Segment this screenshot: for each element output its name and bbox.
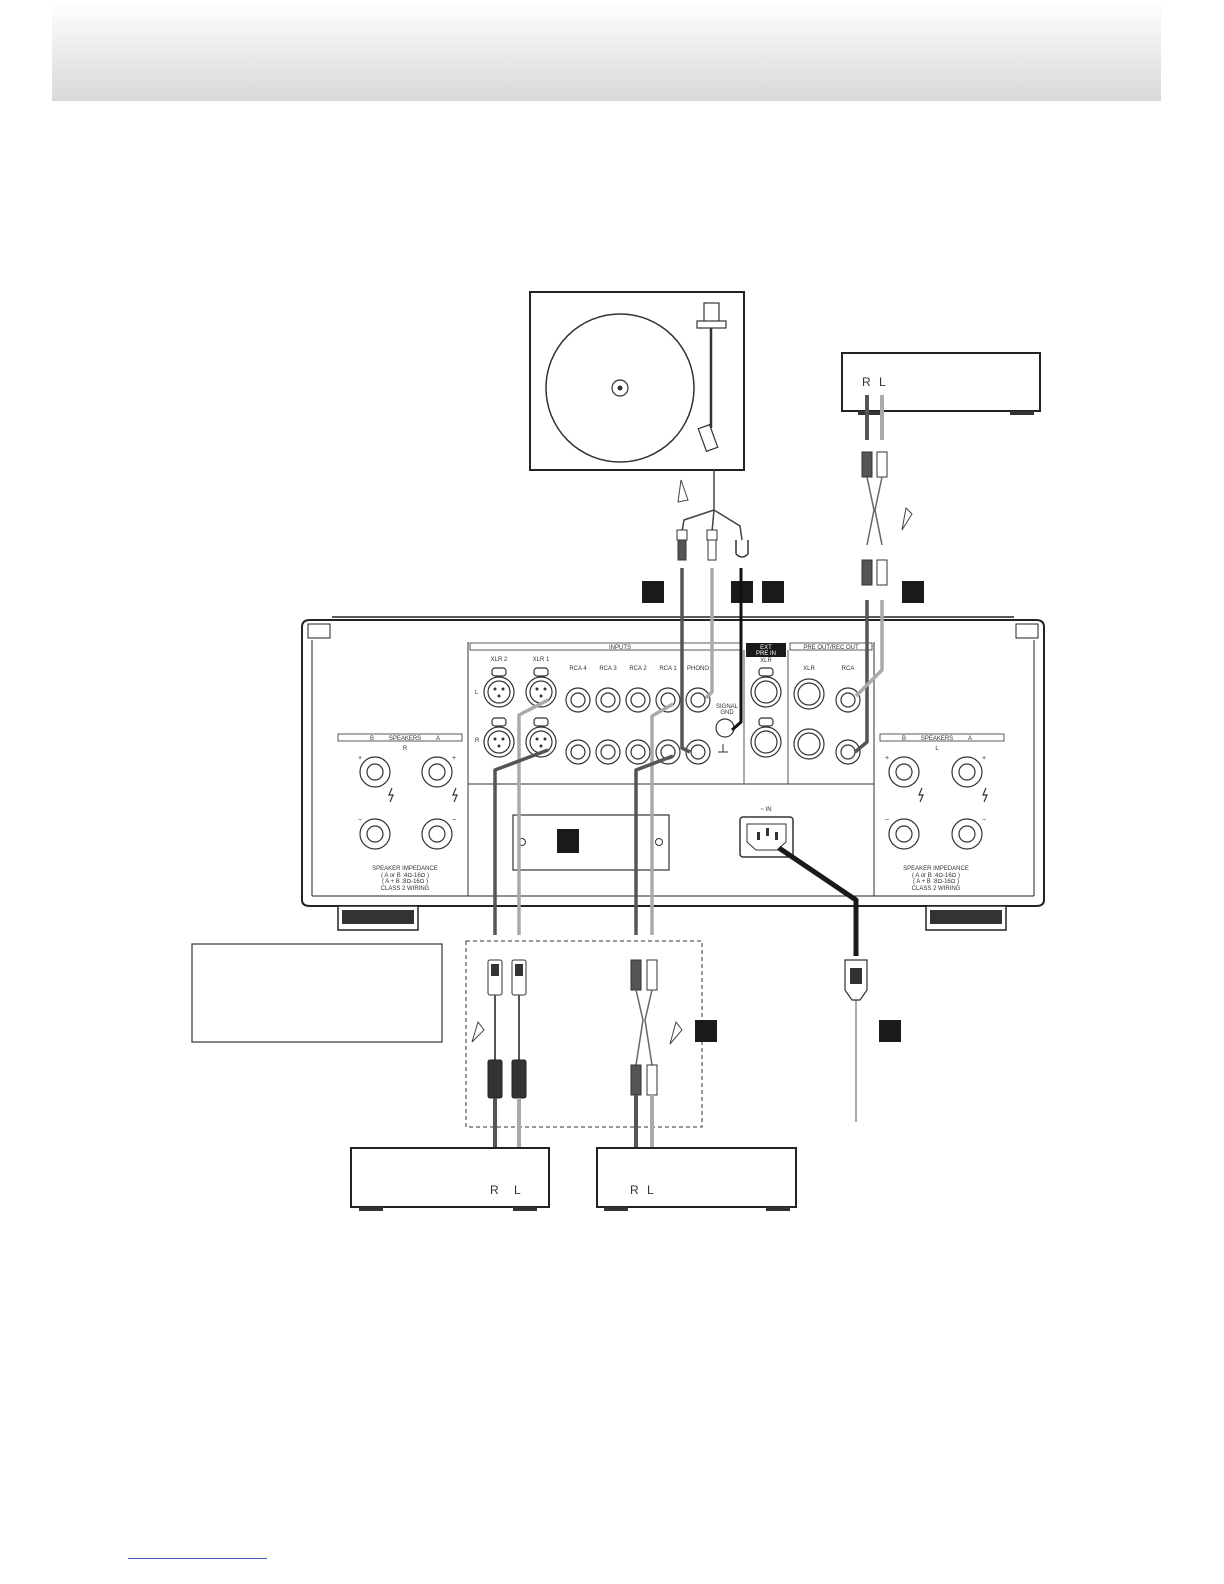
pre-out-rca-label: RCA: [842, 666, 855, 672]
recorder-rca-cable: [861, 451, 888, 586]
page-header-band: [52, 0, 1161, 101]
class2-wiring-label: CLASS 2 WIRING: [381, 886, 430, 892]
source-device-rca: R L: [596, 1147, 797, 1211]
impedance-line: ( A + B :8Ω-16Ω ): [382, 879, 428, 885]
shock-hazard-icon: [982, 787, 988, 803]
class2-wiring-label: CLASS 2 WIRING: [912, 886, 961, 892]
rca2-label: RCA 2: [629, 666, 647, 672]
step-badge: [557, 829, 579, 853]
phono-label: PHONO: [687, 666, 709, 672]
phono-rca-plugs: [676, 529, 749, 561]
step-badge: [762, 581, 784, 603]
cables: [493, 568, 884, 1122]
speakers-label: SPEAKERS: [921, 736, 953, 742]
speaker-b-label: B: [902, 736, 906, 742]
turntable: [529, 291, 745, 471]
xlr-cables: [487, 959, 527, 1099]
step-badge: [879, 1020, 901, 1042]
impedance-title: SPEAKER IMPEDANCE: [903, 866, 969, 872]
shock-hazard-icon: [452, 787, 458, 803]
source-xlr-r-label: R: [490, 1183, 499, 1197]
pre-out-xlr-label: XLR: [803, 666, 815, 672]
plus-label: +: [982, 755, 986, 762]
ext-label: EXT: [760, 645, 772, 651]
ext-xlr-label: XLR: [760, 658, 772, 664]
inputs-label: INPUTS: [609, 645, 631, 651]
impedance-line: ( A or B :4Ω-16Ω ): [912, 873, 960, 879]
footer-link-underline: [128, 1558, 267, 1559]
source-xlr-l-label: L: [514, 1183, 521, 1197]
signal-gnd-terminal: [715, 718, 735, 738]
flow-arrow-icon: [471, 1020, 485, 1043]
rca3-label: RCA 3: [599, 666, 617, 672]
source-rca-r-label: R: [630, 1183, 639, 1197]
impedance-line: ( A + B :8Ω-16Ω ): [913, 879, 959, 885]
recorder-device: R L: [841, 352, 1041, 440]
rca-cables: [630, 959, 658, 1096]
impedance-title: SPEAKER IMPEDANCE: [372, 866, 438, 872]
recorder-r-label: R: [862, 375, 871, 389]
flow-arrow-icon: [677, 479, 689, 503]
xlr2-label: XLR 2: [491, 657, 508, 663]
rca4-label: RCA 4: [569, 666, 587, 672]
speaker-channel-label: R: [403, 746, 408, 752]
plus-label: +: [358, 755, 362, 762]
signal-gnd-label-2: GND: [720, 710, 734, 716]
minus-label: −: [358, 817, 362, 824]
impedance-line: ( A or B :4Ω-16Ω ): [381, 873, 429, 879]
shock-hazard-icon: [918, 787, 924, 803]
speaker-a-label: A: [436, 736, 440, 742]
rca1-label: RCA 1: [659, 666, 677, 672]
ground-icon: [718, 744, 728, 753]
flow-arrow-icon: [901, 506, 913, 531]
power-plug: [844, 959, 868, 1001]
source-device-xlr: R L: [350, 1147, 550, 1211]
step-badge: [902, 581, 924, 603]
minus-label: −: [452, 817, 456, 824]
speaker-channel-label: L: [935, 746, 939, 752]
ac-in-label: ~ IN: [760, 807, 771, 813]
plus-label: +: [452, 755, 456, 762]
turntable-cable: [681, 470, 743, 541]
flow-arrow-icon: [669, 1020, 683, 1045]
channel-l-label: L: [475, 690, 479, 696]
shock-hazard-icon: [388, 787, 394, 803]
channel-r-label: R: [475, 738, 480, 744]
recorder-l-label: L: [879, 375, 886, 389]
pre-in-label: PRE IN: [756, 651, 776, 657]
note-box: [191, 943, 443, 1043]
speaker-a-label: A: [968, 736, 972, 742]
amplifier-rear-panel: INPUTS XLR 2 XLR 1 RCA 4 RCA 3 RCA 2 RCA…: [301, 616, 1045, 931]
pre-out-label: PRE OUT/REC OUT: [803, 645, 859, 651]
speaker-b-label: B: [370, 736, 374, 742]
signal-gnd-label-1: SIGNAL: [716, 704, 739, 710]
minus-label: −: [982, 817, 986, 824]
plus-label: +: [885, 755, 889, 762]
speakers-label: SPEAKERS: [389, 736, 421, 742]
xlr1-label: XLR 1: [533, 657, 550, 663]
source-rca-l-label: L: [647, 1183, 654, 1197]
minus-label: −: [885, 817, 889, 824]
step-badge: [695, 1020, 717, 1042]
step-badge: [642, 581, 664, 603]
